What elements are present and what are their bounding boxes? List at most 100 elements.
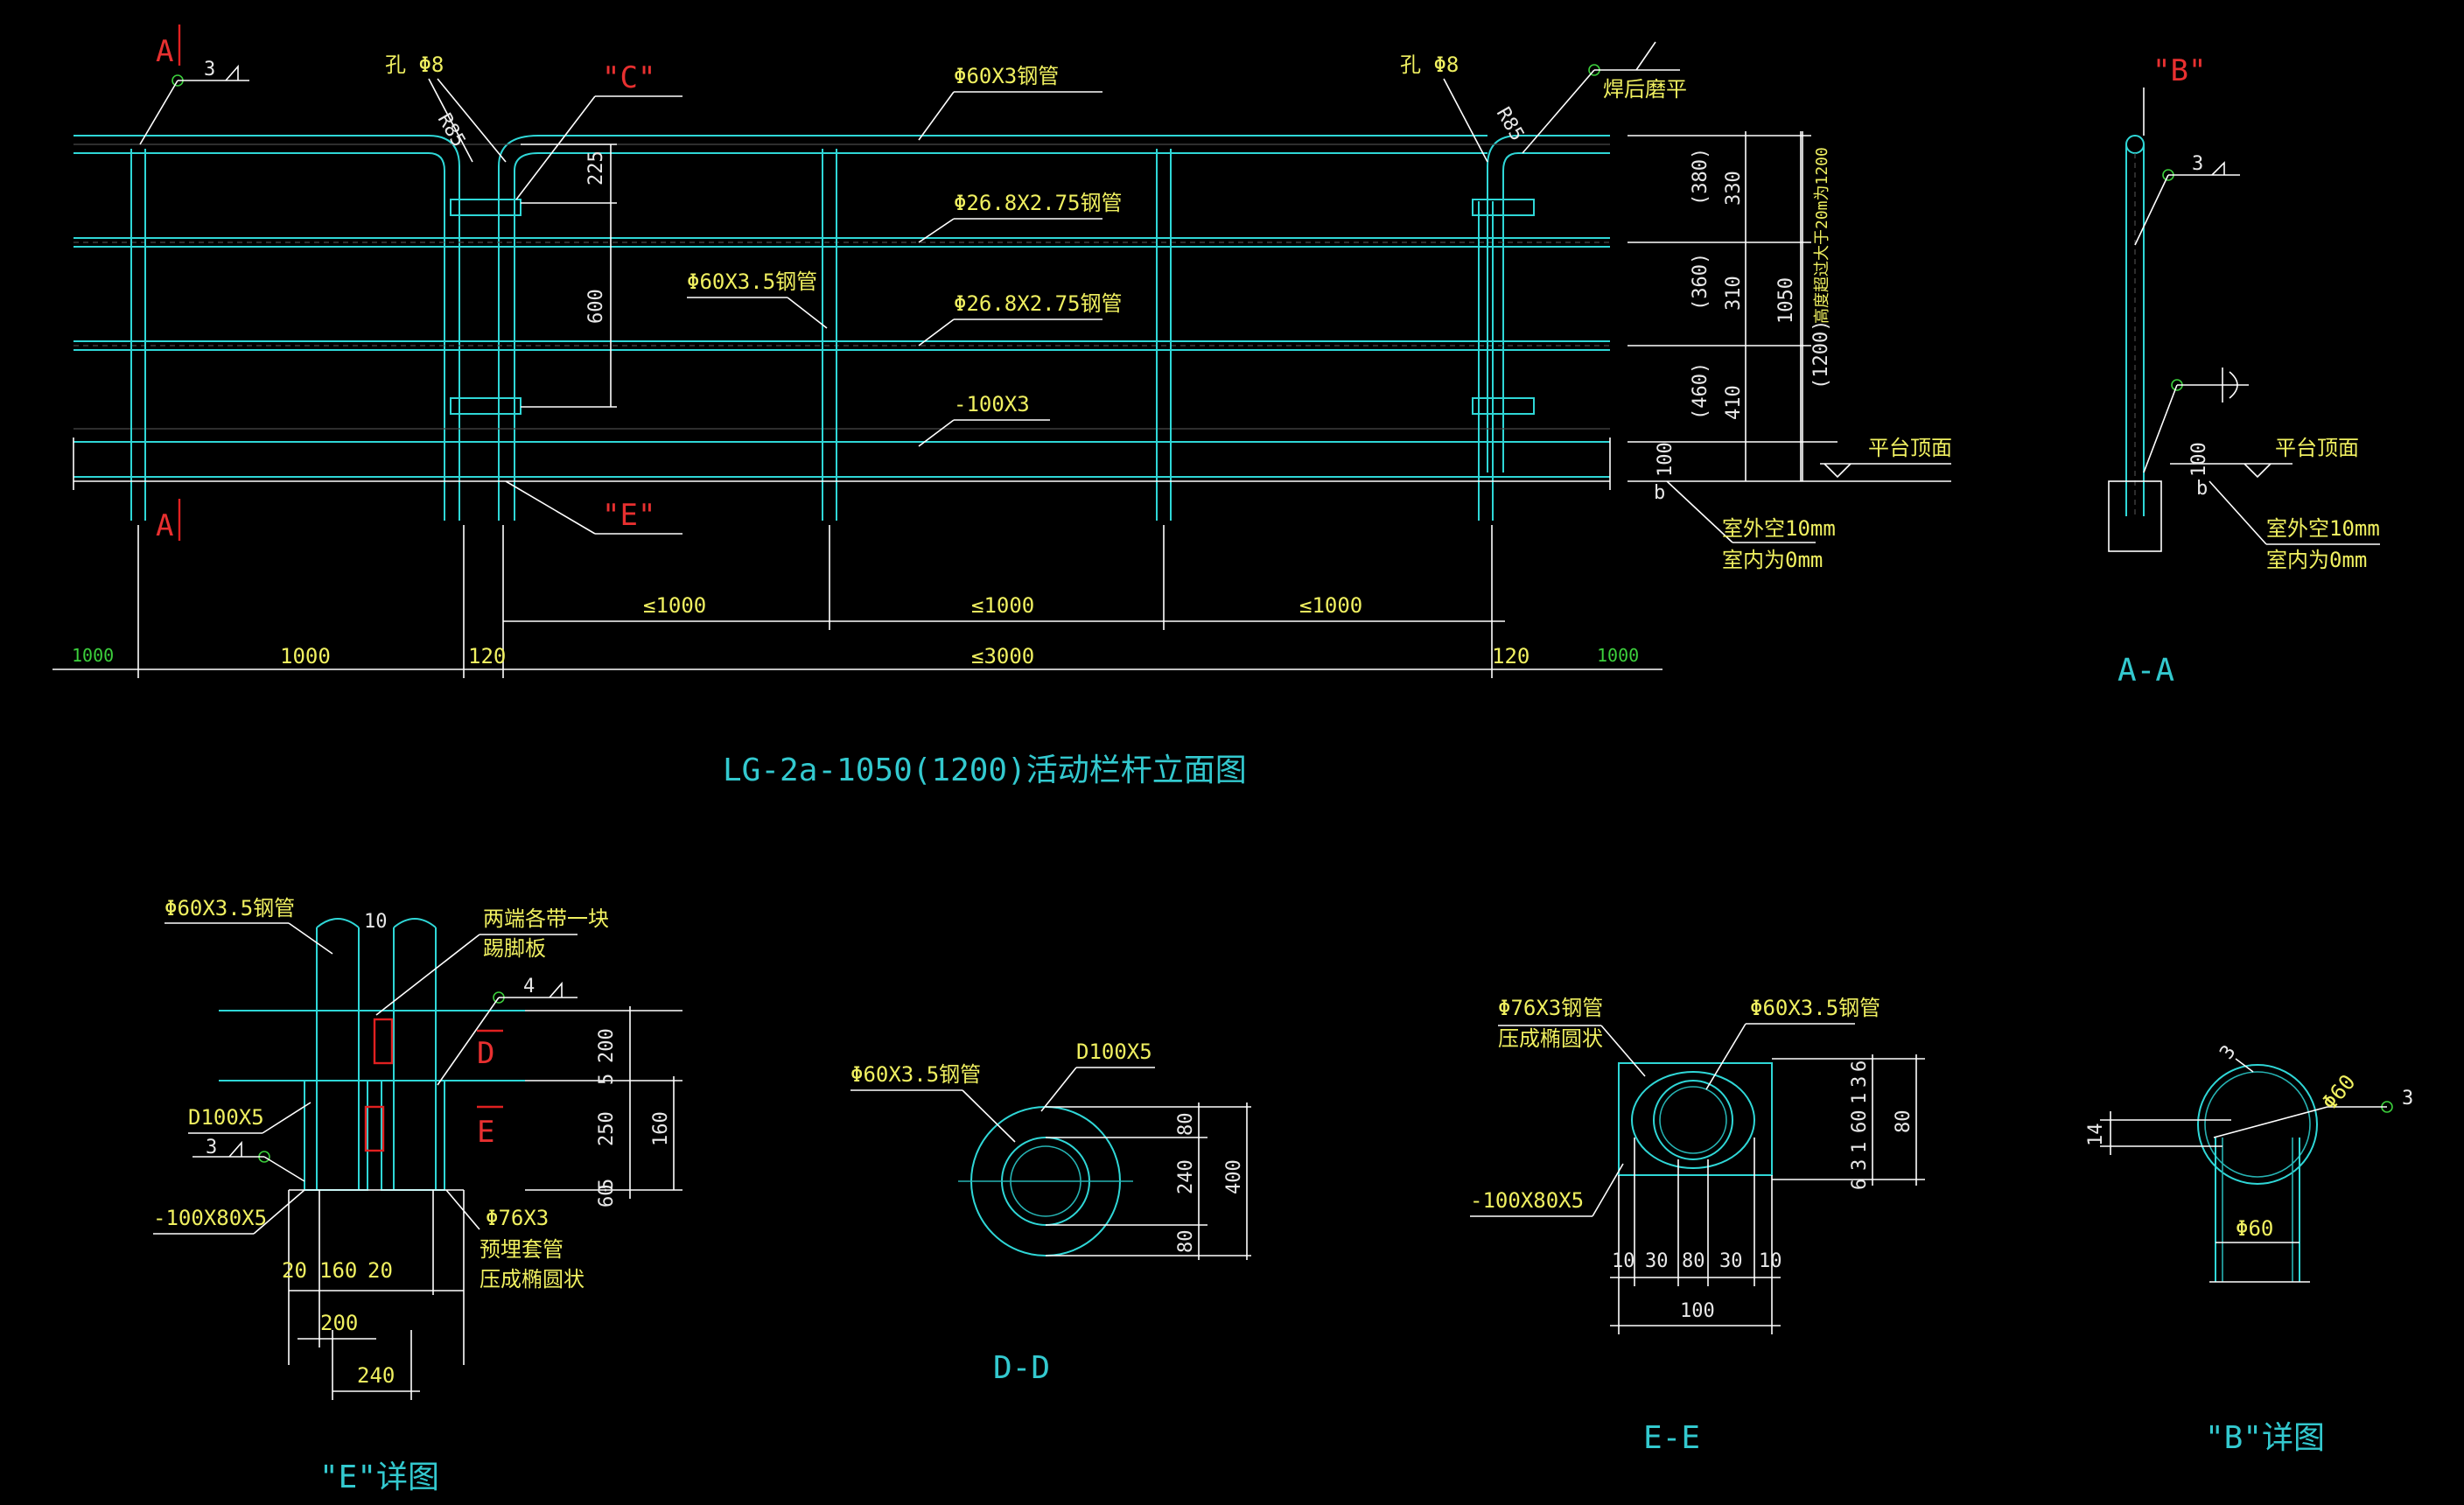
detail-e-sleeve-1: Φ76X3 bbox=[486, 1206, 549, 1230]
dd-post-label: Φ60X3.5钢管 bbox=[850, 1062, 981, 1087]
plate-note-1: 两端各带一块 bbox=[483, 906, 609, 931]
ee-h30b: 30 bbox=[1719, 1250, 1743, 1272]
detail-e-sleeve-3: 压成椭圆状 bbox=[480, 1267, 584, 1292]
detail-e-d240: 240 bbox=[357, 1363, 395, 1388]
indoor-note-main: 室内为0mm bbox=[1722, 548, 1823, 572]
section-a-label-bottom: A bbox=[156, 508, 173, 543]
plate-note-2: 踢脚板 bbox=[483, 936, 546, 961]
detail-e-d5a: 5 bbox=[596, 1074, 618, 1085]
ee-sleeve-1: Φ76X3钢管 bbox=[1498, 996, 1603, 1020]
detail-e: D E Φ60X3.5钢管 10 两端各带一块 踢脚板 4 D100X5 3 -… bbox=[153, 896, 682, 1495]
mid-rail-1-label: Φ26.8X2.75钢管 bbox=[954, 191, 1123, 215]
railing-elevation bbox=[73, 135, 1611, 521]
detail-e-d250: 250 bbox=[596, 1111, 618, 1146]
dim-380: (380) bbox=[1690, 148, 1712, 206]
dim-le1000-a: ≤1000 bbox=[643, 593, 706, 618]
section-d-mark: D bbox=[477, 1036, 494, 1071]
dim-le1000-b: ≤1000 bbox=[971, 593, 1034, 618]
dim-310: 310 bbox=[1723, 276, 1745, 311]
detail-e-plate: -100X80X5 bbox=[153, 1206, 267, 1230]
dim-100: 100 bbox=[1655, 442, 1676, 477]
dim-le3000: ≤3000 bbox=[971, 644, 1034, 668]
ee-h30a: 30 bbox=[1645, 1250, 1669, 1272]
hole-label-right-text: 孔 Φ8 bbox=[1400, 52, 1459, 77]
dim-600: 600 bbox=[585, 289, 607, 324]
dim-460: (460) bbox=[1690, 362, 1712, 420]
ee-h10b: 10 bbox=[1759, 1250, 1782, 1272]
detail-b: 3 Φ60 3 14 Φ60 "B"详图 bbox=[2085, 1041, 2413, 1456]
ee-plate: -100X80X5 bbox=[1470, 1188, 1584, 1213]
section-dd-title: D-D bbox=[993, 1350, 1050, 1386]
main-title: LG-2a-1050(1200)活动栏杆立面图 bbox=[723, 752, 1247, 788]
leader-post: Φ60X3.5钢管 bbox=[687, 270, 828, 329]
detail-e-d5b: 5 bbox=[596, 1179, 618, 1190]
detail-e-d200: 200 bbox=[596, 1028, 618, 1063]
top-rail-label: Φ60X3钢管 bbox=[954, 64, 1059, 88]
r85-right: R85 bbox=[1492, 104, 1529, 145]
detail-b-d3b: 3 bbox=[2402, 1088, 2413, 1110]
detail-e-d60: 60 bbox=[596, 1185, 618, 1208]
platform-label-aa: 平台顶面 bbox=[2275, 436, 2359, 460]
dim-225: 225 bbox=[585, 150, 607, 186]
dim-b2: b bbox=[2196, 478, 2208, 500]
dim-360: (360) bbox=[1690, 253, 1712, 311]
detail-e-d100x5: D100X5 bbox=[188, 1105, 264, 1130]
dd-d400: 400 bbox=[1223, 1159, 1245, 1194]
dim-120-left: 120 bbox=[468, 644, 506, 668]
ee-v3b: 3 bbox=[1849, 1159, 1871, 1171]
weld-grind-text: 焊后磨平 bbox=[1603, 77, 1687, 102]
detail-e-d200h: 200 bbox=[320, 1311, 358, 1335]
dd-d240: 240 bbox=[1175, 1159, 1197, 1194]
detail-e-gap10: 10 bbox=[364, 911, 388, 933]
ee-v1b: 1 bbox=[1849, 1142, 1871, 1153]
section-a-marker-bottom: A bbox=[156, 499, 181, 543]
weld-size-3: 3 bbox=[204, 59, 215, 80]
hole-label-left-text: 孔 Φ8 bbox=[385, 52, 444, 77]
ee-v80: 80 bbox=[1893, 1110, 1914, 1134]
platform-label-main: 平台顶面 bbox=[1868, 436, 1952, 460]
detail-e-weld4: 4 bbox=[523, 976, 535, 998]
dim-horizontal: ≤1000 ≤1000 ≤1000 ≤3000 1000 1000 120 12… bbox=[52, 525, 1662, 678]
ee-sleeve-2: 压成椭圆状 bbox=[1498, 1026, 1603, 1051]
mid-rail-2-label: Φ26.8X2.75钢管 bbox=[954, 291, 1123, 316]
detail-e-sleeve-2: 预埋套管 bbox=[480, 1237, 564, 1262]
dim-410: 410 bbox=[1723, 385, 1745, 420]
height-note: 高度超过大于20m为1200 bbox=[1813, 147, 1831, 324]
section-a-marker-top: A bbox=[156, 24, 181, 69]
ee-v60: 60 bbox=[1849, 1110, 1871, 1134]
detail-e-weld3: 3 bbox=[206, 1137, 217, 1158]
weld-grind-note: 焊后磨平 bbox=[1522, 41, 1687, 154]
post-label: Φ60X3.5钢管 bbox=[687, 270, 817, 294]
weld-symbol-top-left: 3 bbox=[139, 59, 249, 145]
dim-330: 330 bbox=[1723, 171, 1745, 206]
outdoor-note-aa: 室外空10mm bbox=[2266, 516, 2380, 541]
detail-e-title: "E"详图 bbox=[319, 1460, 439, 1495]
ee-h100: 100 bbox=[1680, 1300, 1715, 1322]
hole-label-right: 孔 Φ8 R85 bbox=[1400, 52, 1529, 163]
dim-1000-left: 1000 bbox=[72, 645, 114, 666]
section-aa-title: A-A bbox=[2118, 653, 2174, 689]
callout-b-label: "B" bbox=[2152, 53, 2206, 88]
dim-1000-mid: 1000 bbox=[280, 644, 331, 668]
section-ee-title: E-E bbox=[1643, 1420, 1700, 1456]
section-e-mark: E bbox=[477, 1115, 494, 1150]
callout-e-label: "E" bbox=[602, 498, 655, 533]
leader-flat-bar: -100X3 bbox=[918, 392, 1050, 447]
dim-b: b bbox=[1654, 482, 1665, 504]
dim-le1000-c: ≤1000 bbox=[1299, 593, 1362, 618]
ee-h10a: 10 bbox=[1612, 1250, 1635, 1272]
dim-1000-right: 1000 bbox=[1597, 645, 1639, 666]
section-dd: Φ60X3.5钢管 D100X5 80 240 80 400 D-D bbox=[850, 1040, 1251, 1386]
indoor-note-aa: 室内为0mm bbox=[2266, 548, 2367, 572]
detail-b-title: "B"详图 bbox=[2205, 1420, 2325, 1456]
detail-e-d160v: 160 bbox=[650, 1111, 672, 1146]
callout-c: "C" bbox=[515, 60, 682, 200]
dd-d80b: 80 bbox=[1175, 1230, 1197, 1254]
detail-e-post-label: Φ60X3.5钢管 bbox=[164, 896, 295, 920]
detail-b-d60b: Φ60 bbox=[2236, 1216, 2273, 1241]
callout-e: "E" bbox=[505, 480, 682, 535]
dim-120-right: 120 bbox=[1492, 644, 1530, 668]
detail-e-d20a: 20 bbox=[282, 1258, 307, 1283]
flat-bar-label: -100X3 bbox=[954, 392, 1030, 416]
detail-e-d160: 160 bbox=[319, 1258, 357, 1283]
